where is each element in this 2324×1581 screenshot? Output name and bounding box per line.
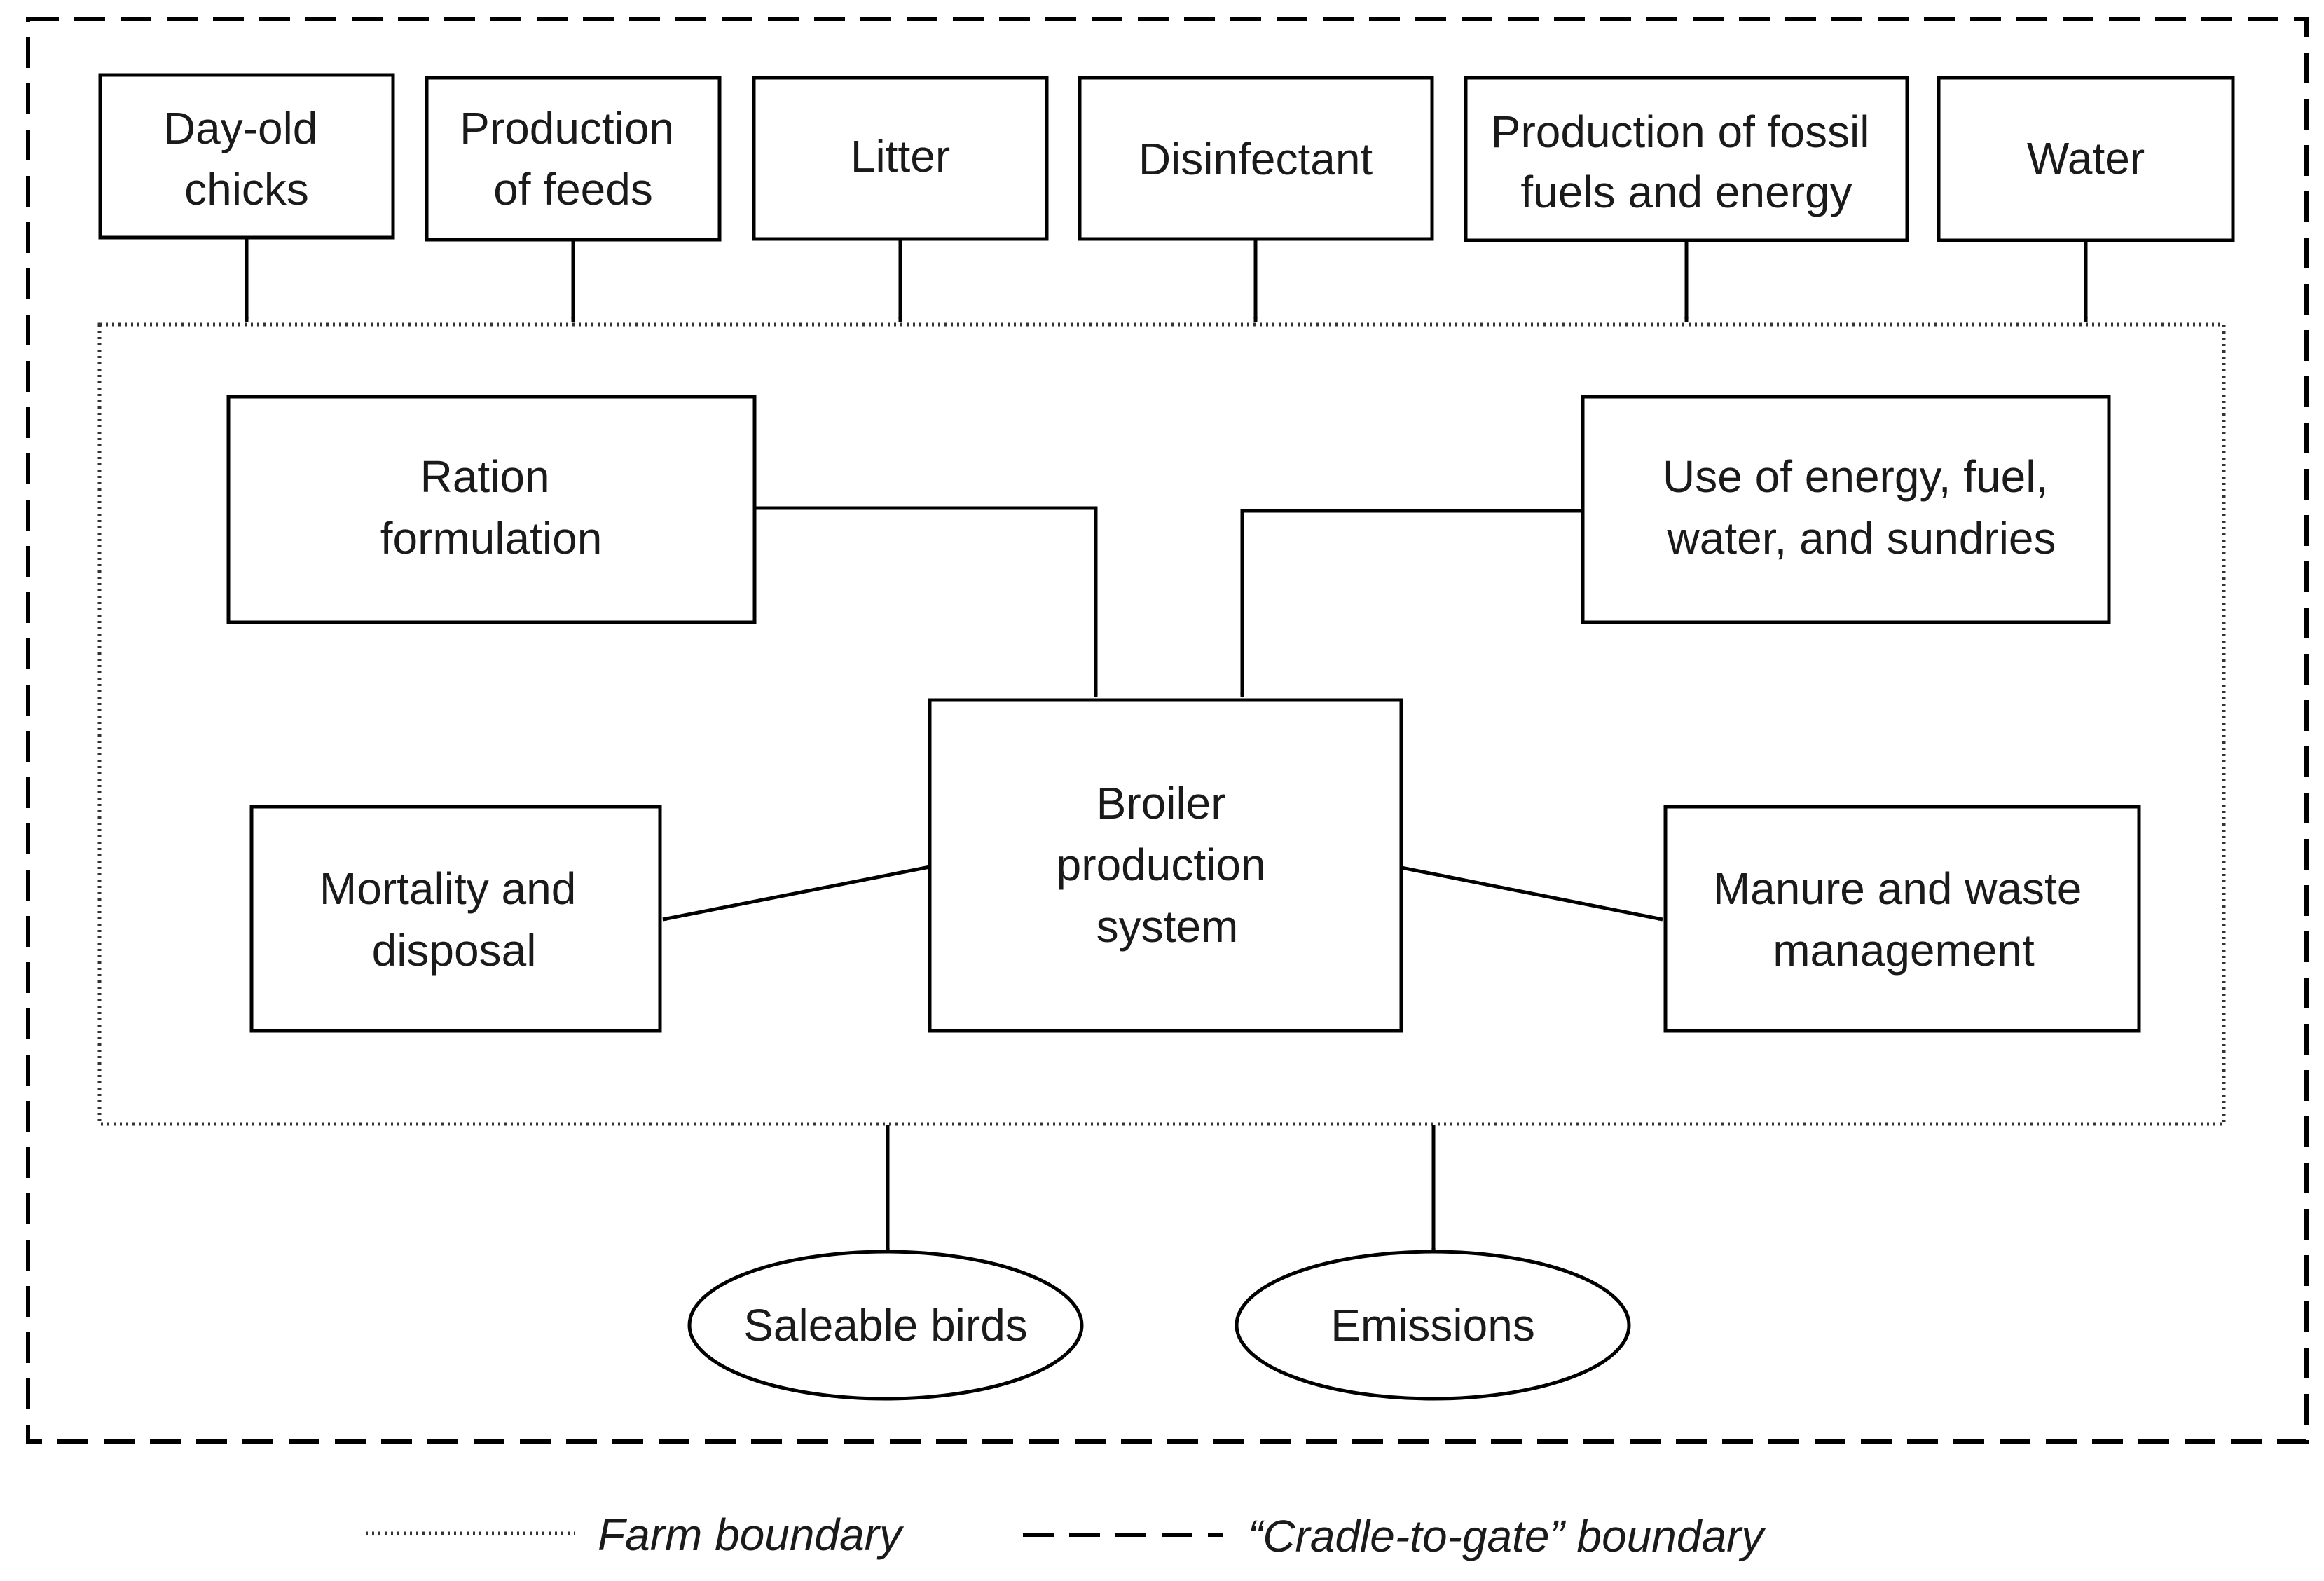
emissions-node: Emissions	[1235, 1250, 1631, 1401]
ration-formulation-box: Ration formulation	[226, 395, 757, 624]
emissions-label: Emissions	[1331, 1300, 1535, 1350]
input-day-old-chicks-label: Day-old chicks	[163, 103, 330, 214]
arrow-ration-to-broiler	[755, 506, 1098, 698]
farm-boundary	[97, 322, 2226, 1126]
use-of-energy-label: Use of energy, fuel, water, and sundries	[1663, 451, 2061, 563]
cradle-to-gate-boundary	[26, 17, 2309, 1444]
legend: Farm boundary “Cradle-to-gate” boundary	[366, 1510, 1766, 1561]
input-litter-label: Litter	[851, 131, 950, 182]
saleable-birds-node: Saleable birds	[687, 1250, 1084, 1401]
mortality-and-disposal-label: Mortality and disposal	[319, 863, 589, 976]
input-water: Water	[1937, 76, 2235, 242]
input-disinfectant-label: Disinfectant	[1139, 134, 1373, 184]
arrow-broiler-to-mortality	[662, 865, 930, 922]
arrow-energy-to-broiler	[1240, 509, 1583, 698]
input-production-of-feeds-label: Production of feeds	[460, 103, 687, 214]
broiler-production-system-box: Broiler production system	[928, 698, 1403, 1033]
arrow-broiler-to-manure	[1401, 865, 1663, 922]
input-disinfectant: Disinfectant	[1078, 76, 1434, 241]
input-day-old-chicks: Day-old chicks	[98, 73, 395, 240]
legend-cradle-to-gate-label: “Cradle-to-gate” boundary	[1248, 1511, 1766, 1561]
manure-and-waste-label: Manure and waste management	[1713, 863, 2094, 976]
manure-and-waste-box: Manure and waste management	[1663, 805, 2141, 1033]
input-water-label: Water	[2027, 133, 2145, 184]
ration-formulation-label: Ration formulation	[380, 451, 603, 563]
legend-farm-boundary-label: Farm boundary	[598, 1510, 905, 1560]
input-litter: Litter	[752, 76, 1049, 241]
broiler-production-system-label: Broiler production system	[1057, 778, 1279, 952]
input-fossil-fuels-label: Production of fossil fuels and energy	[1491, 107, 1883, 217]
mortality-and-disposal-box: Mortality and disposal	[249, 805, 662, 1033]
use-of-energy-box: Use of energy, fuel, water, and sundries	[1581, 395, 2111, 624]
saleable-birds-label: Saleable birds	[743, 1300, 1028, 1350]
input-fossil-fuels-and-energy: Production of fossil fuels and energy	[1464, 76, 1909, 242]
input-production-of-feeds: Production of feeds	[425, 76, 722, 242]
